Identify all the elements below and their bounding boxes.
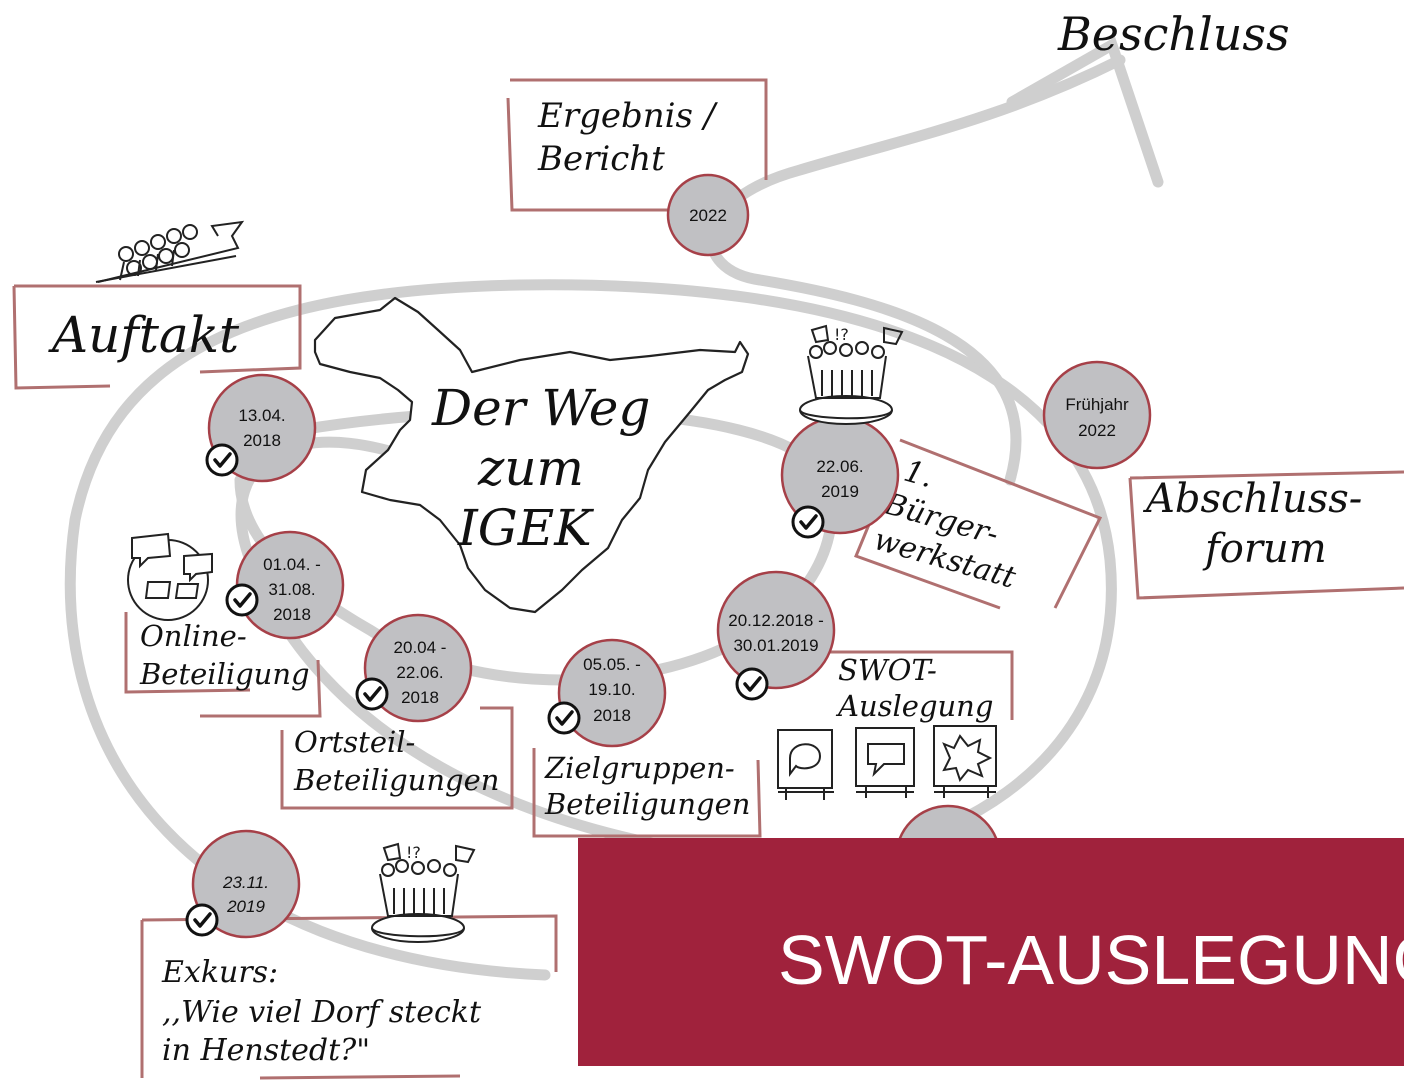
werkstatt-label-1: 1. bbox=[900, 454, 937, 496]
callout-board-icon bbox=[855, 727, 915, 798]
title-line2: zum bbox=[477, 439, 584, 497]
check-icon bbox=[547, 701, 581, 735]
section-banner: SWOT-AUSLEGUNG bbox=[578, 838, 1404, 1066]
abschluss-label-1: Abschluss- bbox=[1142, 476, 1362, 522]
date-bubble-swot bbox=[716, 570, 836, 690]
exkurs-label-2: ,,Wie viel Dorf steckt bbox=[162, 995, 482, 1030]
frame-abschluss bbox=[1128, 470, 1404, 600]
ergebnis-date: 2022 bbox=[689, 206, 727, 225]
online-label-1: Online- bbox=[140, 619, 247, 653]
exkurs-date-1: 23.11. bbox=[222, 873, 269, 892]
check-icon bbox=[225, 583, 259, 617]
abschluss-label-2: forum bbox=[1202, 526, 1327, 572]
speech-board-icon bbox=[777, 729, 834, 800]
frame-ortsteil bbox=[280, 706, 514, 810]
date-bubble-ortsteil bbox=[363, 613, 473, 723]
ergebnis-label-1: Ergebnis / bbox=[537, 96, 719, 136]
workshop-group-icon: !? bbox=[371, 842, 476, 943]
burst-board-icon bbox=[933, 725, 997, 798]
online-date-1: 01.04. - bbox=[263, 555, 321, 574]
werkstatt-date-2: 2019 bbox=[821, 482, 859, 501]
date-bubble-ergebnis bbox=[666, 173, 750, 257]
frame-buergerwerkstatt bbox=[854, 438, 1103, 610]
werkstatt-date-1: 22.06. bbox=[816, 457, 863, 476]
date-bubble-abschluss bbox=[1042, 360, 1152, 470]
municipality-map bbox=[313, 296, 750, 614]
check-icon bbox=[205, 443, 239, 477]
svg-text:!?: !? bbox=[406, 843, 421, 862]
swot-date-2: 30.01.2019 bbox=[733, 636, 818, 655]
title-line3: IGEK bbox=[457, 499, 594, 557]
online-devices-icon bbox=[127, 532, 213, 621]
check-icon bbox=[355, 677, 389, 711]
swot-label-1: SWOT- bbox=[838, 653, 937, 687]
ortsteil-label-2: Beteiligungen bbox=[293, 763, 499, 797]
online-date-2: 31.08. bbox=[268, 580, 315, 599]
auftakt-date-1: 13.04. bbox=[238, 406, 285, 425]
frame-zielgruppen bbox=[532, 748, 762, 838]
zielgruppen-date-1: 05.05. - bbox=[583, 655, 641, 674]
online-label-2: Beteiligung bbox=[139, 657, 310, 691]
ortsteil-date-3: 2018 bbox=[401, 688, 439, 707]
online-date-3: 2018 bbox=[273, 605, 311, 624]
abschluss-date-2: 2022 bbox=[1078, 421, 1116, 440]
swot-date-1: 20.12.2018 - bbox=[728, 611, 823, 630]
zielgruppen-date-2: 19.10. bbox=[588, 680, 635, 699]
date-bubble-zielgruppen bbox=[557, 638, 667, 748]
check-icon bbox=[791, 505, 825, 539]
exkurs-label-3: in Henstedt?" bbox=[162, 1033, 370, 1068]
goal-arrow bbox=[1006, 36, 1164, 188]
ortsteil-label-1: Ortsteil- bbox=[294, 725, 415, 759]
swot-label-2: Auslegung bbox=[835, 689, 993, 723]
banner-title: SWOT-AUSLEGUNG bbox=[778, 921, 1404, 999]
auftakt-label: Auftakt bbox=[48, 306, 240, 364]
goal-label: Beschluss bbox=[1057, 7, 1290, 61]
svg-text:!?: !? bbox=[834, 325, 849, 344]
exkurs-label-1: Exkurs: bbox=[161, 955, 278, 990]
frame-online bbox=[124, 612, 322, 718]
auftakt-date-2: 2018 bbox=[243, 431, 281, 450]
title-line1: Der Weg bbox=[431, 379, 650, 437]
ortsteil-date-1: 20.04 - bbox=[394, 638, 447, 657]
zielgruppen-date-3: 2018 bbox=[593, 706, 631, 725]
abschluss-date-1: Frühjahr bbox=[1065, 395, 1129, 414]
frame-ergebnis bbox=[506, 78, 768, 212]
workshop-group-icon: !? bbox=[799, 324, 904, 425]
zielgruppen-label-2: Beteiligungen bbox=[544, 787, 750, 821]
date-bubble-exkurs bbox=[191, 829, 301, 939]
frame-auftakt bbox=[12, 284, 302, 390]
check-icon bbox=[735, 667, 769, 701]
ortsteil-date-2: 22.06. bbox=[396, 663, 443, 682]
ergebnis-label-2: Bericht bbox=[537, 139, 665, 179]
exkurs-date-2: 2019 bbox=[226, 897, 265, 916]
check-icon bbox=[185, 903, 219, 937]
zielgruppen-label-1: Zielgruppen- bbox=[544, 751, 735, 785]
crowd-arrow-icon bbox=[95, 220, 245, 283]
